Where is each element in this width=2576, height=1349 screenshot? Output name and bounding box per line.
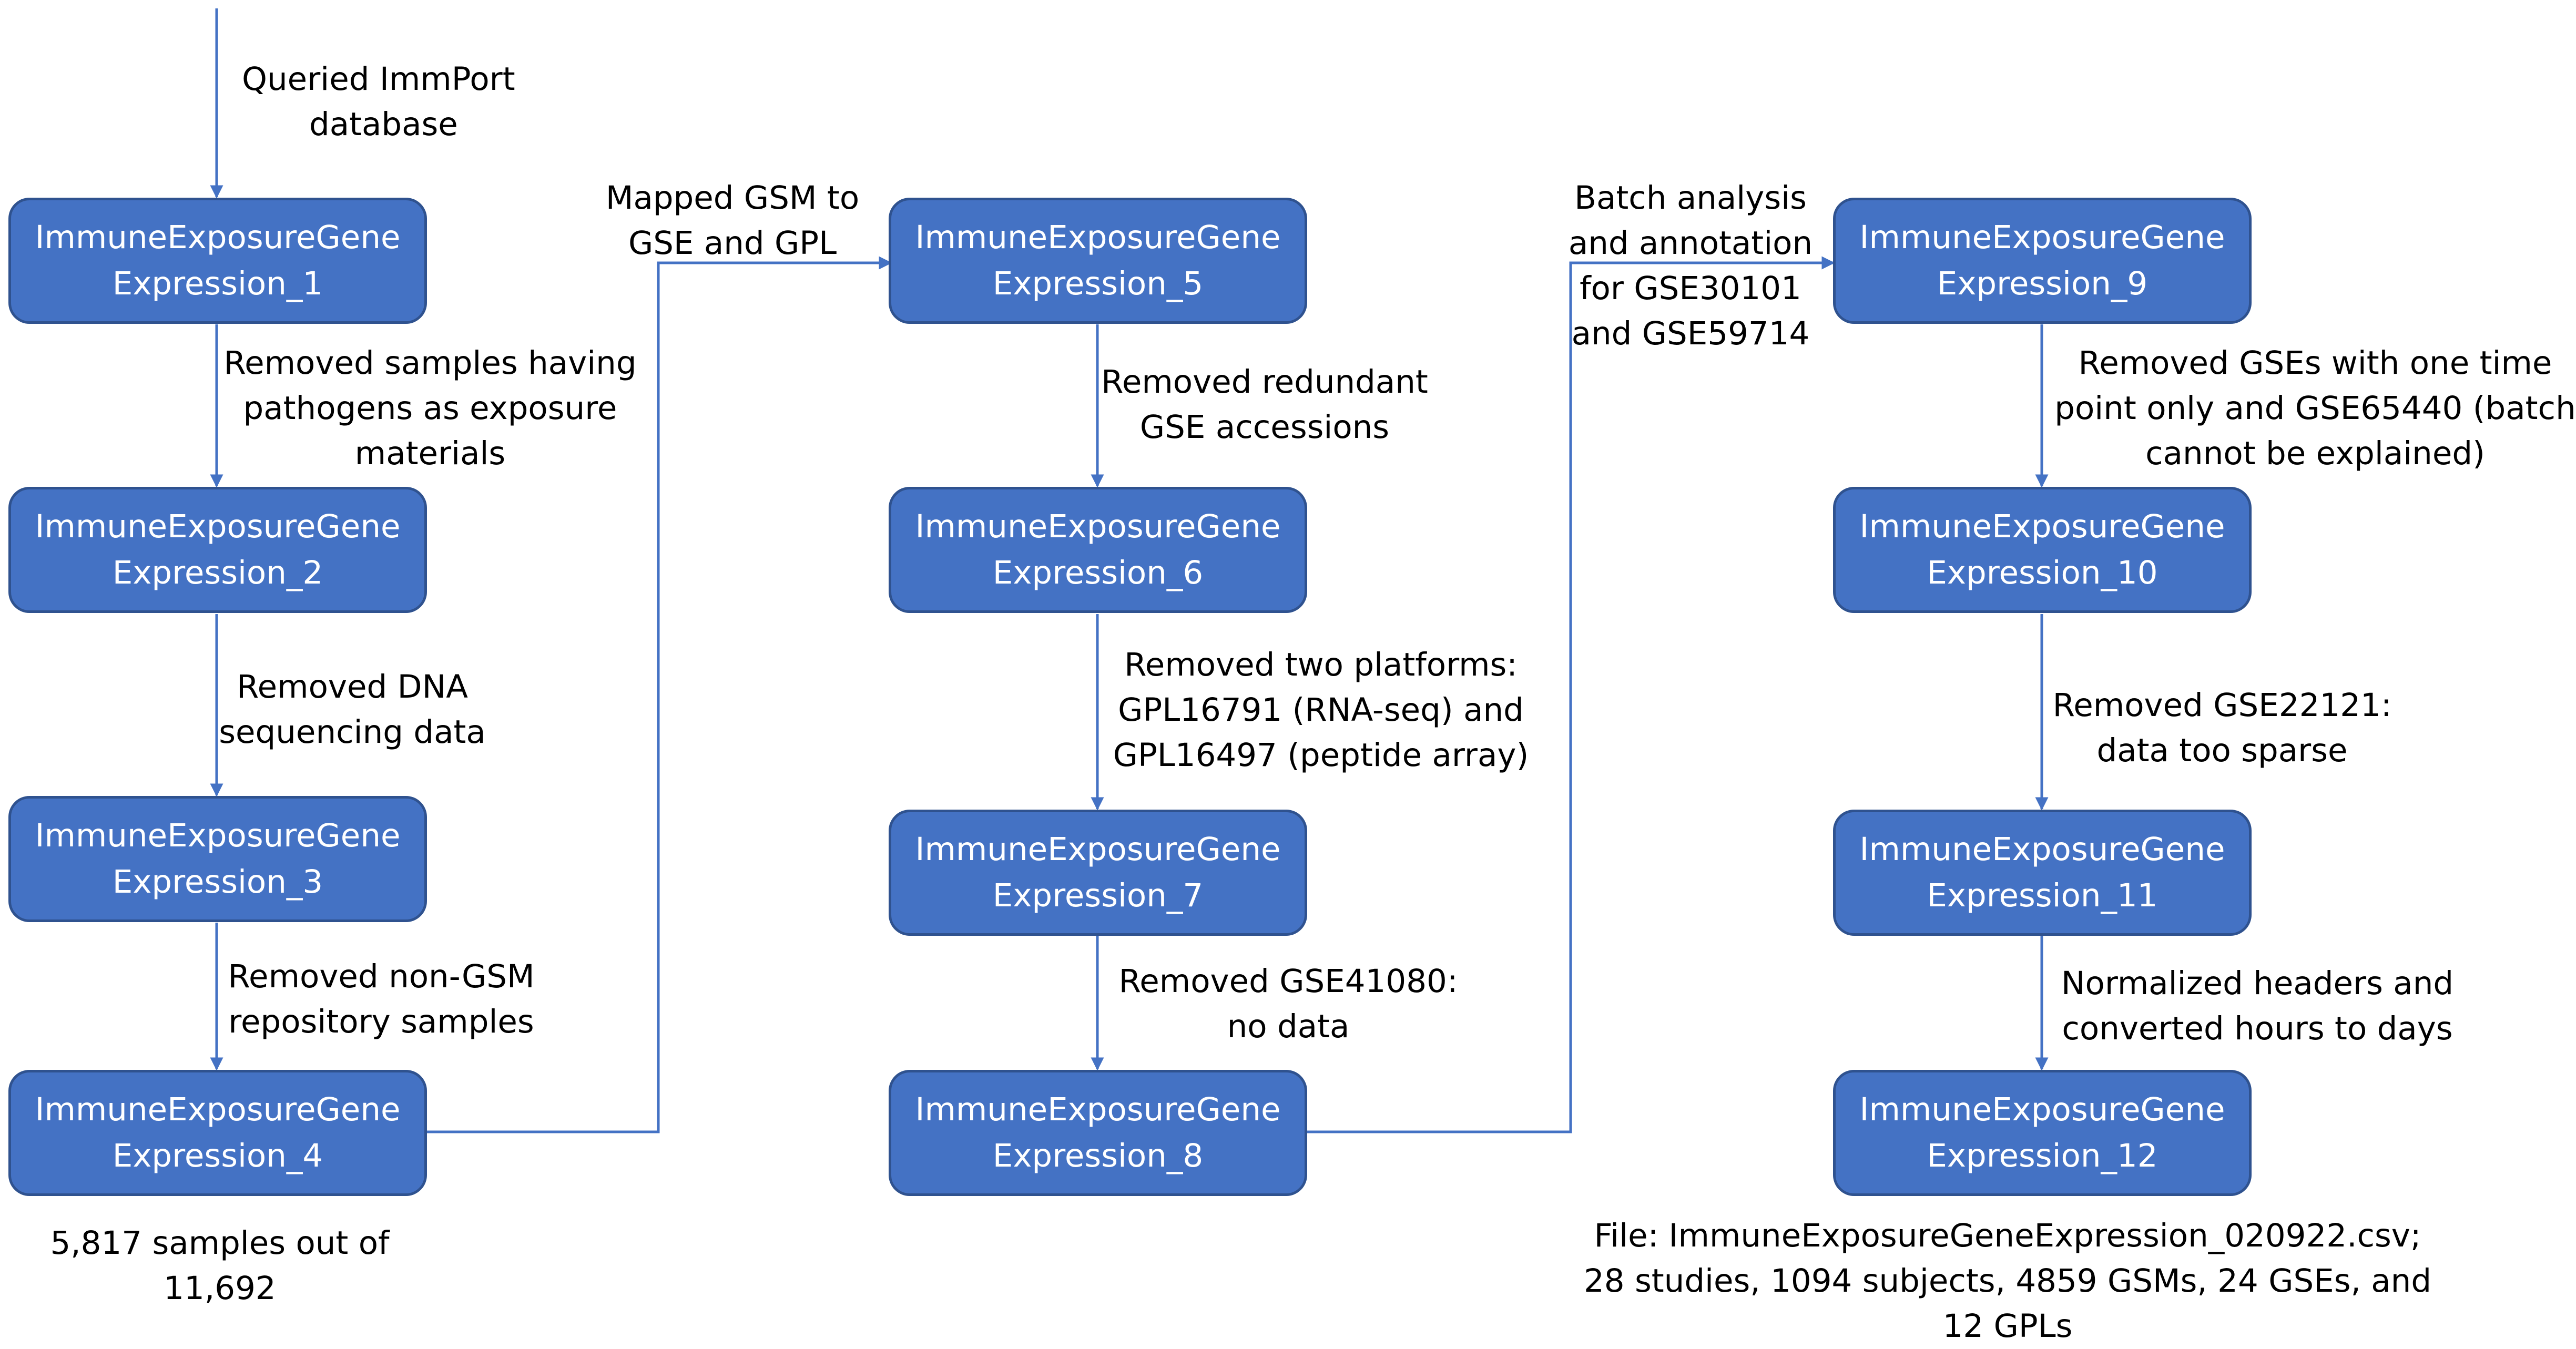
node-subtitle: Expression_3 [112,863,323,901]
node-expression-8[interactable]: ImmuneExposureGene Expression_8 [889,1070,1307,1196]
node-subtitle: Expression_11 [1927,877,2158,914]
edge-4-to-5 [426,256,892,1133]
node-title: ImmuneExposureGene [1859,1091,2225,1128]
summary-note-file: File: ImmuneExposureGeneExpression_02092… [1583,1217,2432,1345]
node-title: ImmuneExposureGene [35,508,401,545]
node-expression-9[interactable]: ImmuneExposureGene Expression_9 [1833,198,2252,324]
node-subtitle: Expression_2 [112,554,323,591]
node-title: ImmuneExposureGene [1859,508,2225,545]
edge-label-remove-dna: Removed DNA sequencing data [219,668,486,751]
edge-label-map-gsm: Mapped GSM to GSE and GPL [605,179,860,262]
node-expression-6[interactable]: ImmuneExposureGene Expression_6 [889,487,1307,613]
edge-label-remove-pathogens: Removed samples having pathogens as expo… [223,344,637,472]
edge-label-remove-gse22121: Removed GSE22121: data too sparse [2052,687,2392,769]
node-title: ImmuneExposureGene [1859,219,2225,256]
node-expression-11[interactable]: ImmuneExposureGene Expression_11 [1833,810,2252,936]
node-subtitle: Expression_8 [992,1137,1204,1174]
node-subtitle: Expression_12 [1927,1137,2158,1174]
node-title: ImmuneExposureGene [915,831,1281,868]
node-title: ImmuneExposureGene [35,1091,401,1128]
node-expression-3[interactable]: ImmuneExposureGene Expression_3 [8,796,427,922]
node-expression-10[interactable]: ImmuneExposureGene Expression_10 [1833,487,2252,613]
node-subtitle: Expression_1 [112,265,323,302]
node-expression-1[interactable]: ImmuneExposureGene Expression_1 [8,198,427,324]
node-subtitle: Expression_9 [1937,265,2148,302]
node-expression-2[interactable]: ImmuneExposureGene Expression_2 [8,487,427,613]
node-title: ImmuneExposureGene [35,219,401,256]
edge-label-remove-non-gsm: Removed non-GSM repository samples [228,958,535,1040]
node-title: ImmuneExposureGene [915,508,1281,545]
node-expression-5[interactable]: ImmuneExposureGene Expression_5 [889,198,1307,324]
edge-label-normalize: Normalized headers and converted hours t… [2061,965,2454,1047]
edge-label-remove-platforms: Removed two platforms: GPL16791 (RNA-seq… [1113,646,1529,774]
node-expression-12[interactable]: ImmuneExposureGene Expression_12 [1833,1070,2252,1196]
edge-label-query: Queried ImmPort database [242,60,515,143]
node-title: ImmuneExposureGene [915,219,1281,256]
node-subtitle: Expression_5 [992,265,1204,302]
edge-label-batch-analysis: Batch analysis and annotation for GSE301… [1568,179,1813,352]
edge-8-to-9 [1307,256,1835,1133]
node-subtitle: Expression_6 [992,554,1204,591]
node-subtitle: Expression_4 [112,1137,323,1174]
node-title: ImmuneExposureGene [1859,831,2225,868]
node-expression-4[interactable]: ImmuneExposureGene Expression_4 [8,1070,427,1196]
edge-label-remove-gses: Removed GSEs with one time point only an… [2054,344,2576,472]
edge-label-remove-gse41080: Removed GSE41080: no data [1118,963,1458,1045]
node-expression-7[interactable]: ImmuneExposureGene Expression_7 [889,810,1307,936]
node-subtitle: Expression_10 [1927,554,2158,591]
summary-note-samples: 5,817 samples out of 11,692 [50,1224,390,1307]
edge-label-remove-redundant: Removed redundant GSE accessions [1101,363,1428,446]
node-subtitle: Expression_7 [992,877,1204,914]
node-title: ImmuneExposureGene [915,1091,1281,1128]
node-title: ImmuneExposureGene [35,817,401,854]
